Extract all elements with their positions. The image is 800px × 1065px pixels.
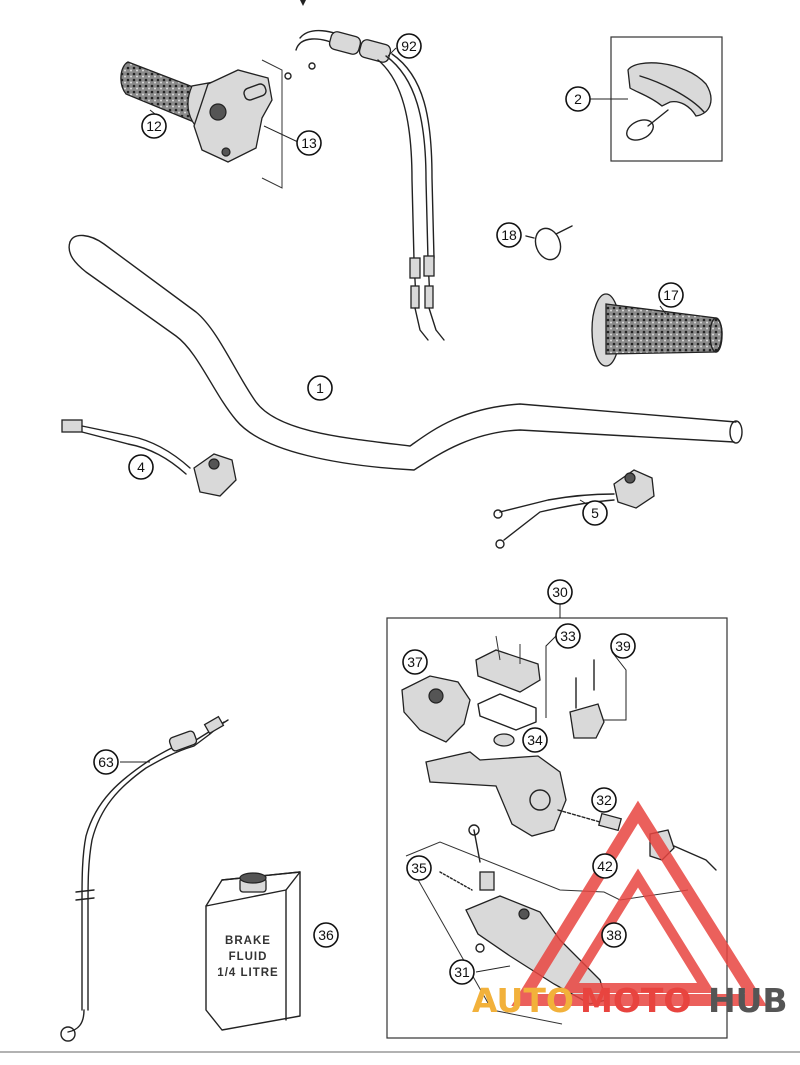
leader-13 (263, 125, 299, 143)
callout-17: 17 (658, 282, 684, 308)
master-cylinder-box (386, 604, 728, 1039)
handlebar (68, 234, 743, 471)
watermark-auto: AUTO (472, 981, 574, 1020)
svg-text:39: 39 (615, 638, 631, 654)
left-grip (591, 293, 723, 367)
callout-33: 33 (555, 623, 581, 649)
callout-13: 13 (296, 130, 322, 156)
watermark-moto: MOTO (580, 981, 691, 1020)
cable-tie (525, 225, 573, 261)
svg-text:2: 2 (574, 91, 582, 107)
watermark-hub: HUB (708, 981, 788, 1020)
svg-text:4: 4 (137, 459, 145, 475)
svg-text:42: 42 (597, 858, 613, 874)
callout-34: 34 (522, 727, 548, 753)
svg-text:92: 92 (401, 38, 417, 54)
watermark-triangle-outer (511, 800, 767, 1006)
svg-text:34: 34 (527, 732, 543, 748)
callout-92: 92 (396, 33, 422, 59)
callout-39: 39 (610, 633, 636, 659)
svg-text:5: 5 (591, 505, 599, 521)
throttle-cables (284, 30, 445, 341)
bottle-label-line2: FLUID (229, 951, 268, 963)
top-edge-mark (300, 0, 306, 6)
callout-35: 35 (406, 855, 432, 881)
svg-text:12: 12 (146, 118, 162, 134)
callout-63: 63 (93, 749, 119, 775)
callout-12: 12 (141, 113, 167, 139)
svg-text:18: 18 (501, 227, 517, 243)
callout-4: 4 (128, 454, 154, 480)
svg-text:1: 1 (316, 380, 324, 396)
callout-42: 42 (592, 853, 618, 879)
callout-37: 37 (402, 649, 428, 675)
brake-line (60, 715, 229, 1042)
brake-fluid-bottle: BRAKE FLUID 1/4 LITRE (205, 871, 301, 1031)
callout-2: 2 (565, 86, 591, 112)
throttle-housing (193, 59, 283, 189)
callout-18: 18 (496, 222, 522, 248)
svg-text:31: 31 (454, 964, 470, 980)
svg-text:32: 32 (596, 792, 612, 808)
svg-text:13: 13 (301, 135, 317, 151)
callout-32: 32 (591, 787, 617, 813)
bottle-label-line3: 1/4 LITRE (217, 967, 278, 979)
svg-text:37: 37 (407, 654, 423, 670)
handlebar-pad-group (590, 36, 723, 162)
svg-text:36: 36 (318, 927, 334, 943)
callout-36: 36 (313, 922, 339, 948)
svg-text:30: 30 (552, 584, 568, 600)
right-switch (493, 469, 655, 549)
callout-38: 38 (601, 922, 627, 948)
svg-text:38: 38 (606, 927, 622, 943)
callout-30: 30 (547, 579, 573, 605)
callout-1: 1 (307, 375, 333, 401)
svg-text:33: 33 (560, 628, 576, 644)
left-switch (61, 419, 237, 497)
callout-31: 31 (449, 959, 475, 985)
svg-text:17: 17 (663, 287, 679, 303)
callout-5: 5 (582, 500, 608, 526)
leader-92 (387, 47, 397, 57)
svg-text:35: 35 (411, 860, 427, 876)
svg-text:63: 63 (98, 754, 114, 770)
bottle-label-line1: BRAKE (225, 935, 271, 947)
